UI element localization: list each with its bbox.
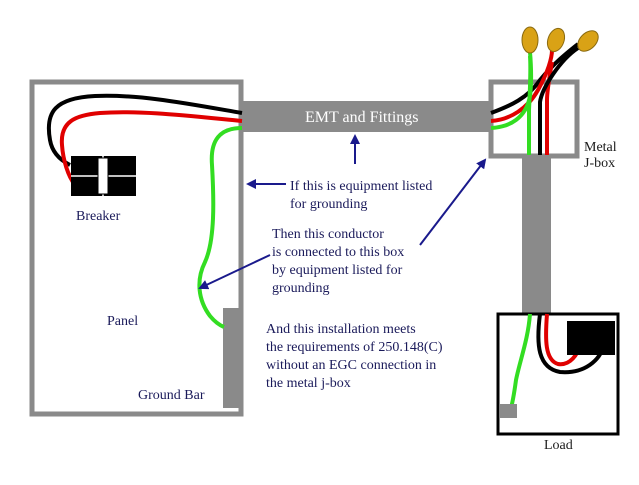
load-ground-terminal (500, 404, 517, 418)
note-3-line-3: without an EGC connection in (266, 358, 436, 373)
green-wire-panel (197, 126, 243, 329)
load-device (567, 321, 615, 355)
panel-label: Panel (107, 314, 138, 329)
wire-nut-icon (521, 26, 599, 54)
emt-conduit (241, 101, 491, 132)
green-wire-down (527, 55, 533, 155)
note-2-line-1: Then this conductor (272, 227, 384, 242)
note-2-line-4: grounding (272, 281, 330, 296)
note-2-line-2: is connected to this box (272, 245, 404, 260)
black-wire-down (538, 46, 580, 155)
arrow-to-jbox (419, 158, 487, 246)
red-wire-jbox (490, 49, 554, 123)
panel-box (29, 79, 244, 417)
note-1-line-2: for grounding (290, 197, 367, 212)
vertical-conduit (522, 156, 551, 314)
black-wire-panel (46, 93, 243, 167)
note-3-line-2: the requirements of 250.148(C) (266, 340, 443, 355)
note-3-line-1: And this installation meets (266, 322, 416, 337)
note-3-line-4: the metal j-box (266, 376, 351, 391)
breaker-label: Breaker (76, 209, 121, 224)
ground-bar (223, 308, 241, 408)
breaker-icon (71, 156, 136, 196)
load-label: Load (544, 438, 573, 453)
note-1-line-1: If this is equipment listed (290, 179, 432, 194)
note-2-line-3: by equipment listed for (272, 263, 403, 278)
red-wire-panel (59, 110, 243, 187)
metal-jbox-label-2: J-box (584, 156, 615, 171)
ground-bar-label: Ground Bar (138, 388, 205, 403)
metal-jbox-label-1: Metal (584, 140, 617, 155)
black-wire-load (536, 313, 606, 375)
arrow-to-green-wire (198, 254, 271, 290)
emt-label: EMT and Fittings (305, 109, 419, 126)
black-wire-jbox (490, 42, 580, 115)
